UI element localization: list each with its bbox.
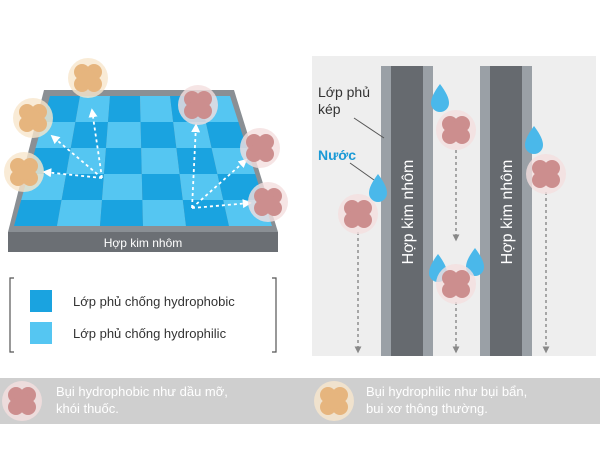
left-diagram: Hợp kim nhôm bbox=[4, 58, 288, 252]
checker-tile bbox=[57, 200, 102, 226]
dust-hydrophobic-particle bbox=[338, 194, 378, 234]
water-label: Nước bbox=[318, 147, 356, 163]
bounce-arrows bbox=[42, 108, 252, 209]
checker-tile bbox=[140, 122, 177, 148]
checker-tile bbox=[108, 96, 141, 122]
falling-paths bbox=[354, 150, 550, 354]
checker-tile bbox=[205, 122, 247, 148]
coating-label: Lớp phủ kép bbox=[318, 84, 374, 117]
coating-left-1 bbox=[381, 66, 391, 356]
checker-tile bbox=[100, 200, 143, 226]
checker-tile bbox=[141, 174, 183, 200]
dust-hydrophobic-particle bbox=[436, 110, 476, 150]
legend-hydrophilic-label: Lớp phủ chống hydrophilic bbox=[73, 326, 227, 341]
plate-label: Hợp kim nhôm bbox=[104, 236, 183, 250]
checker-tile bbox=[61, 174, 104, 200]
checker-tile bbox=[140, 96, 174, 122]
dust-hydrophilic-particle bbox=[68, 58, 108, 98]
hydrophobic-dust-text: Bụi hydrophobic như dầu mỡ, khói thuốc. bbox=[56, 384, 232, 416]
coating-right-1 bbox=[423, 66, 433, 356]
dust-hydrophobic-particle bbox=[526, 154, 566, 194]
right-diagram: Hợp kim nhôm Hợp kim nhôm Lớp phủ kép Nư… bbox=[312, 56, 596, 356]
dust-hydrophilic-particle bbox=[4, 152, 44, 192]
checker-tile bbox=[141, 148, 180, 174]
checker-tile bbox=[173, 122, 212, 148]
plate-side bbox=[8, 232, 278, 252]
legend-hydrophilic-swatch bbox=[30, 322, 52, 344]
bottom-legend-bar: Bụi hydrophobic như dầu mỡ, khói thuốc. … bbox=[0, 378, 600, 424]
checker-tile bbox=[182, 200, 229, 226]
dust-hydrophobic-particle bbox=[436, 264, 476, 304]
checker-tile bbox=[14, 200, 62, 226]
coating-left-2 bbox=[480, 66, 490, 356]
coating-pointer bbox=[353, 117, 385, 139]
alloy-panel-2-label: Hợp kim nhôm bbox=[499, 160, 516, 265]
hydrophilic-dust-text: Bụi hydrophilic như bụi bẩn, bui xơ thôn… bbox=[366, 384, 531, 416]
coating-right-2 bbox=[522, 66, 532, 356]
alloy-panel-1 bbox=[391, 66, 423, 356]
water-pointer bbox=[349, 162, 375, 181]
hydrophilic-dust-icon bbox=[314, 381, 354, 421]
checker-tile bbox=[179, 174, 224, 200]
checker-tile bbox=[176, 148, 218, 174]
checker-tile bbox=[70, 122, 108, 148]
legend: Lớp phủ chống hydrophobic Lớp phủ chống … bbox=[9, 277, 277, 353]
checker-tile bbox=[104, 148, 142, 174]
legend-hydrophobic-label: Lớp phủ chống hydrophobic bbox=[73, 294, 235, 309]
dust-hydrophobic-particle bbox=[248, 182, 288, 222]
alloy-panel-2 bbox=[490, 66, 522, 356]
dust-hydrophilic-particle bbox=[13, 98, 53, 138]
checker-tile bbox=[142, 200, 186, 226]
dust-hydrophobic-particle bbox=[178, 85, 218, 125]
checker-tile bbox=[102, 174, 143, 200]
checker-tile bbox=[66, 148, 106, 174]
legend-hydrophobic-swatch bbox=[30, 290, 52, 312]
hydrophobic-dust-icon bbox=[2, 381, 42, 421]
dust-hydrophobic-particle bbox=[240, 128, 280, 168]
checker-tile bbox=[106, 122, 142, 148]
alloy-panel-1-label: Hợp kim nhôm bbox=[400, 160, 417, 265]
